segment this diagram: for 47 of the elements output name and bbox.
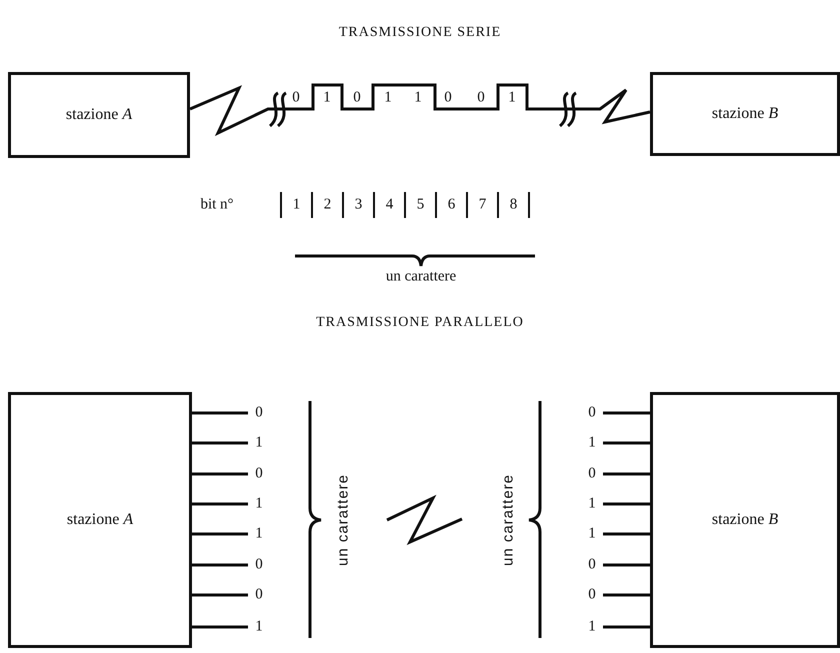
heading: TRASMISSIONE PARALLELO [316,315,524,331]
station-box [650,392,840,648]
bit-number: 8 [510,196,518,214]
brace-label: un carattere [500,474,516,566]
bit-value: 1 [255,526,263,542]
bit-value: 1 [508,90,516,106]
bit-value: 0 [353,90,361,106]
bit-value: 1 [255,618,263,636]
bit-value: 1 [323,90,331,106]
bit-value: 1 [588,526,596,542]
station-label: stazione B [712,511,778,529]
station-box [8,392,192,648]
bit-number: 7 [478,196,486,214]
station-label: stazione A [66,106,132,124]
bit-value: 1 [588,496,596,512]
bit-value: 0 [588,466,596,482]
bit-value: 0 [292,90,300,106]
bit-value: 1 [588,618,596,636]
bit-value: 0 [255,466,263,482]
bit-value: 0 [255,404,263,422]
bit-value: 0 [255,556,263,574]
brace-label: un carattere [386,268,456,286]
station-label: stazione B [712,105,778,123]
bit-value: 1 [255,496,263,512]
bit-value: 0 [477,90,485,106]
brace-label: un carattere [334,474,352,566]
bit-value: 0 [588,556,596,574]
bit-value: 1 [414,90,422,106]
signal-line [189,84,650,136]
bit-number: 3 [354,196,362,214]
bit-number: 2 [324,196,332,214]
bit-value: 0 [588,586,596,604]
station-box [650,72,840,156]
bit-value: 0 [444,90,452,106]
bit-value: 1 [384,90,392,106]
bit-number: 4 [386,196,394,214]
bit-value: 0 [255,586,263,604]
station-box [8,72,190,158]
heading: TRASMISSIONE SERIE [338,25,502,41]
bit-value: 0 [588,404,596,422]
bit-value: 1 [255,434,263,452]
bit-number: 5 [416,196,424,214]
row-label: bit n° [200,196,234,214]
bit-number: 6 [448,196,456,214]
station-label: stazione A [66,511,134,529]
bit-value: 1 [588,434,596,452]
bit-number: 1 [292,196,300,214]
